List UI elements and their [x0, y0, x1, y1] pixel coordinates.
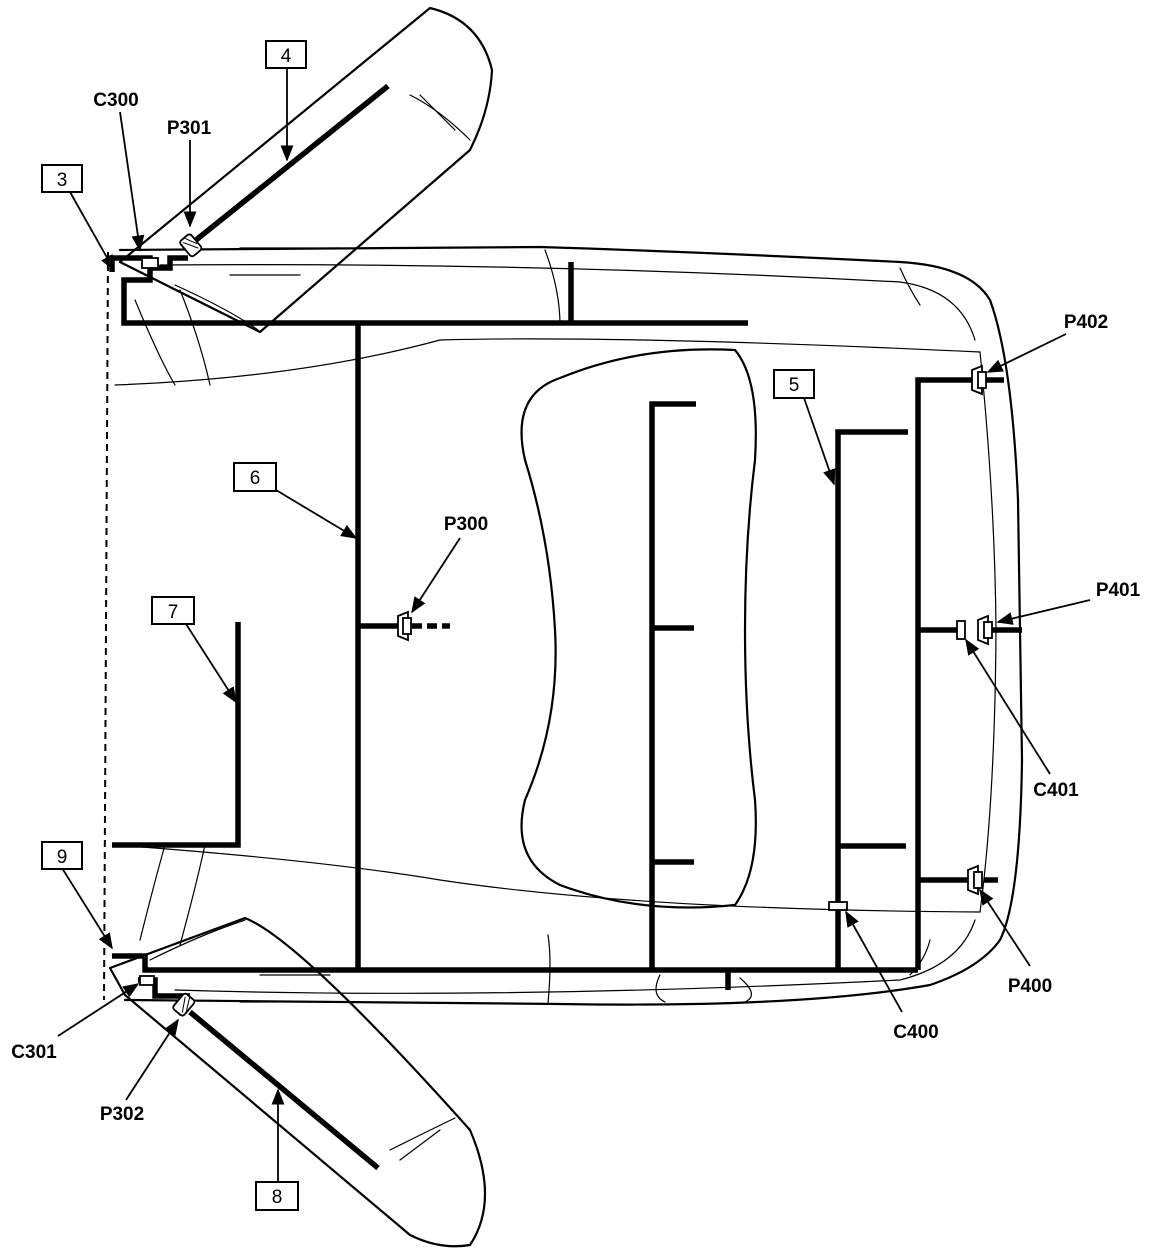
callout-6-text: 6: [250, 468, 261, 489]
label-c401: C401: [1033, 780, 1079, 801]
connector-p402: [971, 364, 987, 396]
connector-p401: [977, 614, 993, 646]
vehicle-body-outline: [103, 245, 1024, 1006]
label-p401: P401: [1096, 580, 1141, 601]
label-p402: P402: [1064, 312, 1108, 333]
label-c300: C300: [93, 90, 138, 111]
callout-3: 3: [41, 164, 83, 193]
label-p400: P400: [1008, 976, 1052, 997]
callout-5-text: 5: [789, 375, 800, 396]
connector-p400: [967, 864, 983, 896]
connector-p301: [179, 233, 203, 258]
connectors: [139, 233, 993, 1017]
connector-labels: C300 P301 P300 P402 P401 C401 P400 C400 …: [11, 90, 1140, 1125]
callout-7: 7: [151, 596, 195, 625]
callout-8-text: 8: [272, 1187, 283, 1208]
leader-lines: [57, 68, 1091, 1182]
label-p302: P302: [100, 1104, 144, 1125]
callout-5: 5: [773, 369, 815, 399]
callout-9-text: 9: [57, 847, 68, 868]
label-p301: P301: [167, 118, 212, 139]
callout-3-text: 3: [57, 170, 68, 191]
connector-c400: [828, 901, 848, 911]
callout-8: 8: [255, 1181, 299, 1211]
connector-c401: [956, 620, 966, 640]
callout-7-text: 7: [168, 602, 179, 623]
label-c301: C301: [11, 1042, 57, 1063]
callout-9: 9: [41, 841, 83, 870]
connector-c300: [141, 257, 159, 269]
label-p300: P300: [444, 514, 488, 535]
connector-c301: [139, 975, 155, 986]
callout-6: 6: [233, 462, 277, 492]
connector-p300: [397, 610, 412, 642]
left-front-door: [118, 6, 494, 334]
connector-p302: [172, 992, 196, 1017]
callout-4-text: 4: [281, 46, 292, 67]
callout-4: 4: [265, 40, 307, 69]
label-c400: C400: [893, 1022, 938, 1043]
harness-network: [109, 255, 1022, 999]
